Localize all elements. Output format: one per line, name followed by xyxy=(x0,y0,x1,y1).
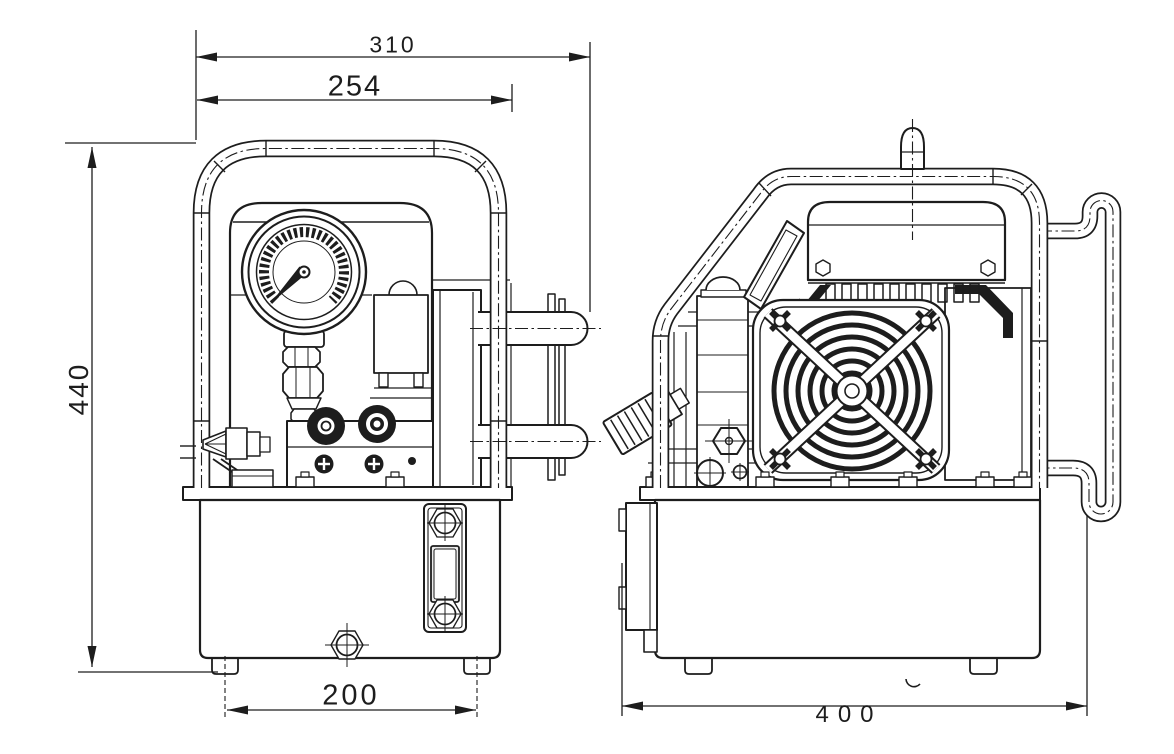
quick-coupler xyxy=(602,387,690,456)
dimension-label-overall-height: 440 xyxy=(63,362,94,416)
dimension-310 xyxy=(195,30,591,312)
fan-rings xyxy=(771,310,933,472)
pin-dot xyxy=(408,457,416,465)
front-view xyxy=(180,139,601,675)
carry-handle xyxy=(1039,192,1122,523)
frame-centerline xyxy=(200,147,500,488)
foot-right xyxy=(969,658,998,675)
side-frame xyxy=(651,167,1049,488)
hex-bolt xyxy=(815,259,831,277)
front-frame xyxy=(192,139,508,488)
dome-cap xyxy=(705,276,741,291)
name-plate xyxy=(743,220,805,310)
electrical-box xyxy=(618,502,658,653)
front-motor-block xyxy=(370,280,455,399)
hex-bolt xyxy=(980,259,996,277)
pump-cylinder xyxy=(432,289,589,488)
breather-cap xyxy=(900,119,925,240)
dimension-label-foot-span: 200 xyxy=(322,679,380,712)
handle-centerline xyxy=(1039,200,1114,515)
dimension-440 xyxy=(65,142,218,673)
dimension-label-overall-depth: 400 xyxy=(815,701,883,728)
motor-body-rear xyxy=(944,285,1032,481)
side-view xyxy=(602,119,1122,688)
flange-disc xyxy=(558,298,566,476)
valve-column xyxy=(696,276,749,488)
dimension-400 xyxy=(621,515,1088,716)
oil-tank-front xyxy=(198,498,502,675)
pressure-gauge xyxy=(240,208,368,336)
bracket-chevron xyxy=(955,285,1013,338)
guard-screws xyxy=(769,310,937,470)
oil-tank-side xyxy=(653,498,1042,688)
cable-clip xyxy=(905,678,921,688)
dimension-254 xyxy=(197,84,513,112)
frame-centerline xyxy=(659,175,1041,488)
hose-nipple-assembly xyxy=(180,427,274,488)
side-fittings xyxy=(694,419,753,489)
flange-disc xyxy=(547,293,556,481)
fan-hub xyxy=(835,374,869,408)
sight-glass xyxy=(423,503,467,633)
motor-cover xyxy=(787,200,1007,314)
fan-guard xyxy=(751,298,951,482)
gauge-needle xyxy=(270,266,307,304)
plate-bolts xyxy=(645,471,1033,488)
dimension-label-overall-width: 310 xyxy=(369,31,417,58)
manifold-block xyxy=(286,405,434,492)
dimension-200 xyxy=(224,656,478,718)
drain-plug xyxy=(325,623,369,667)
dimension-label-body-width: 254 xyxy=(327,70,383,103)
side-base-plate xyxy=(639,471,1041,501)
foot-left xyxy=(684,658,713,675)
